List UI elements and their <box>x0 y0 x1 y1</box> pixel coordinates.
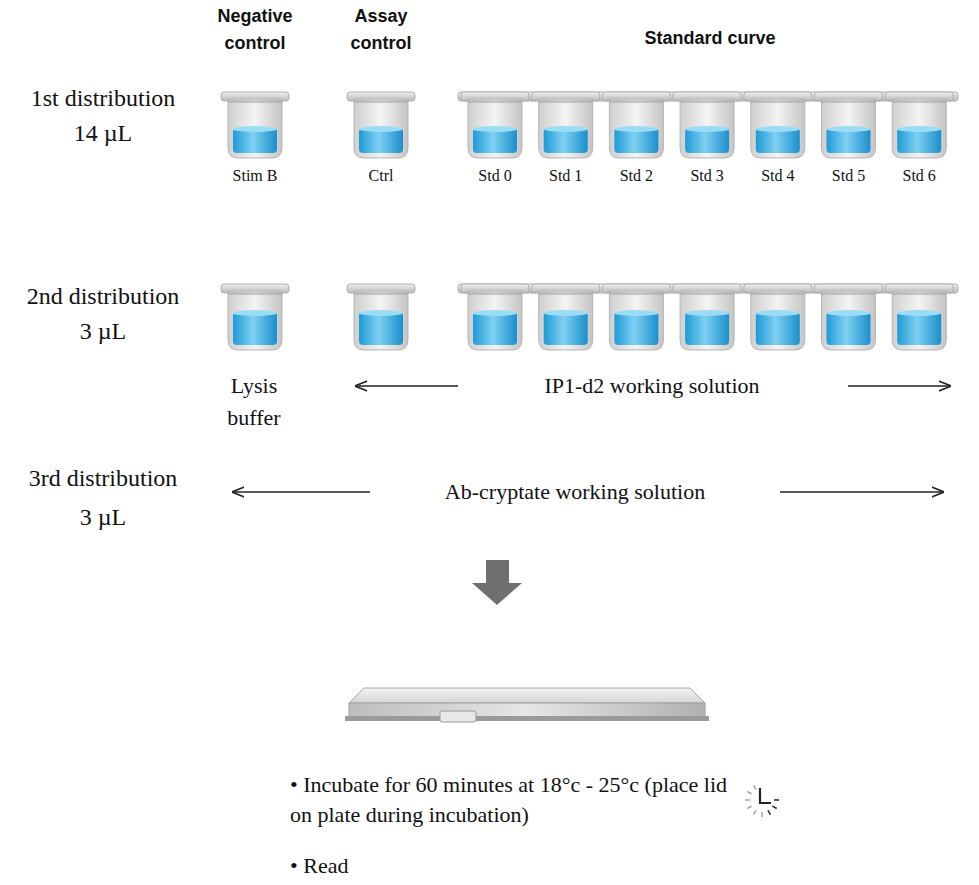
step-label: 3rd distribution <box>29 464 178 493</box>
well <box>221 284 289 350</box>
well <box>744 284 812 350</box>
step-label: 2nd distribution <box>27 282 180 311</box>
direction-arrow <box>848 385 950 386</box>
direction-arrow <box>356 385 458 386</box>
well <box>815 92 883 158</box>
column-header: Negative control <box>200 3 310 57</box>
well <box>347 92 415 158</box>
well <box>744 92 812 158</box>
reagent-label: IP1-d2 working solution <box>544 373 759 399</box>
well-label: Std 2 <box>620 166 653 185</box>
well <box>885 284 953 350</box>
direction-arrow <box>233 491 370 492</box>
well <box>532 92 600 158</box>
well <box>461 284 529 350</box>
well <box>673 284 741 350</box>
instruction-note: • Incubate for 60 minutes at 18°c - 25°c… <box>290 770 738 829</box>
instruction-note: • Read <box>290 851 348 881</box>
reagent-label: Lysis buffer <box>209 370 299 434</box>
well-label: Std 5 <box>832 166 865 185</box>
well <box>602 284 670 350</box>
well-label: Std 4 <box>761 166 794 185</box>
well <box>602 92 670 158</box>
well-label: Std 6 <box>903 166 936 185</box>
well-label: Stim B <box>233 166 278 185</box>
down-arrow <box>472 560 522 605</box>
reagent-label: Ab-cryptate working solution <box>445 479 705 505</box>
column-header: Standard curve <box>644 25 775 52</box>
well <box>885 92 953 158</box>
step-label: 1st distribution <box>31 84 176 113</box>
direction-arrow <box>780 491 943 492</box>
well-label: Ctrl <box>369 166 394 185</box>
well <box>461 92 529 158</box>
well-label: Std 3 <box>690 166 723 185</box>
well <box>347 284 415 350</box>
volume-label: 14 µL <box>74 119 133 148</box>
well-plate-wells <box>221 92 958 350</box>
well <box>815 284 883 350</box>
volume-label: 3 µL <box>80 317 127 346</box>
volume-label: 3 µL <box>80 503 127 532</box>
clock-icon <box>745 785 779 817</box>
well <box>221 92 289 158</box>
well <box>673 92 741 158</box>
column-header: Assay control <box>326 3 436 57</box>
well <box>532 284 600 350</box>
well-label: Std 0 <box>478 166 511 185</box>
well-label: Std 1 <box>549 166 582 185</box>
microplate <box>345 688 709 722</box>
